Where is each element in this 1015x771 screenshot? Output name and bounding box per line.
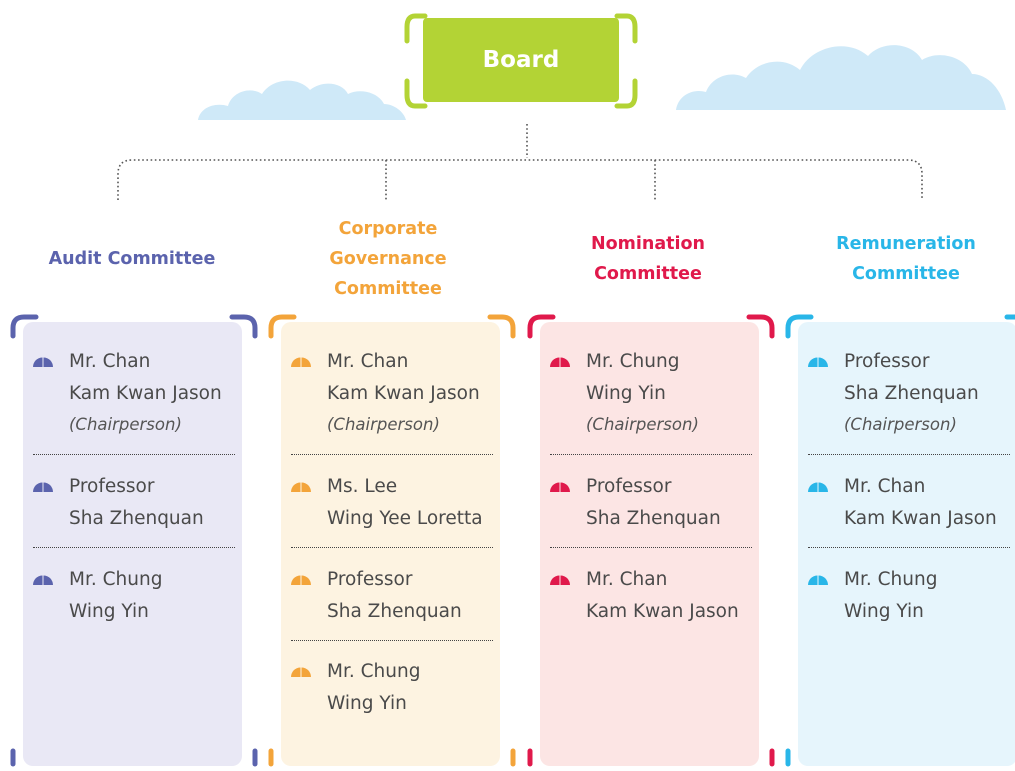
- committee-title-audit: Audit Committee: [48, 249, 216, 269]
- board-bracket: [404, 13, 638, 109]
- committee-title-line: Committee: [594, 264, 702, 284]
- member-name-line2: Kam Kwan Jason: [844, 508, 997, 529]
- committee-title-line: Committee: [334, 279, 442, 299]
- member-name-line2: Wing Yee Loretta: [327, 508, 483, 529]
- fan-icon: [291, 575, 311, 585]
- member-role: (Chairperson): [69, 415, 182, 434]
- member-item: Mr. Chung Wing Yin (Chairperson): [550, 346, 699, 440]
- member-name-line1: Mr. Chung: [586, 351, 680, 372]
- member-item: Mr. Chan Kam Kwan Jason: [808, 471, 997, 535]
- member-name-line2: Wing Yin: [586, 383, 666, 404]
- board-label: Board: [423, 18, 619, 102]
- committee-title-line: Nomination: [590, 234, 705, 254]
- member-item: Mr. Chung Wing Yin: [808, 564, 938, 628]
- committee-title-line: Committee: [852, 264, 960, 284]
- org-connectors: [117, 124, 923, 200]
- member-name-line2: Sha Zhenquan: [844, 383, 979, 404]
- member-name-line1: Professor: [586, 476, 672, 497]
- fan-icon: [550, 575, 570, 585]
- fan-icon: [291, 357, 311, 367]
- member-name-line1: Mr. Chan: [69, 351, 151, 372]
- member-divider: [291, 547, 493, 548]
- panel-bracket-corporate-governance: [268, 314, 516, 767]
- member-name-line1: Ms. Lee: [327, 476, 398, 497]
- member-name-line2: Kam Kwan Jason: [69, 383, 222, 404]
- fan-icon: [291, 482, 311, 492]
- member-divider: [291, 454, 493, 455]
- member-name-line2: Sha Zhenquan: [69, 508, 204, 529]
- fan-icon: [550, 357, 570, 367]
- member-name-line1: Mr. Chung: [69, 569, 163, 590]
- member-divider: [33, 547, 235, 548]
- member-name-line2: Sha Zhenquan: [586, 508, 721, 529]
- member-name-line1: Mr. Chan: [844, 476, 926, 497]
- member-name-line1: Professor: [327, 569, 413, 590]
- member-name-line2: Sha Zhenquan: [327, 601, 462, 622]
- member-divider: [291, 640, 493, 641]
- member-divider: [550, 547, 752, 548]
- member-item: Mr. Chan Kam Kwan Jason (Chairperson): [291, 346, 480, 440]
- member-item: Mr. Chung Wing Yin: [33, 564, 163, 628]
- member-divider: [550, 454, 752, 455]
- committee-title-remuneration: Remuneration Committee: [786, 229, 1015, 289]
- member-item: Professor Sha Zhenquan: [291, 564, 462, 628]
- member-name-line2: Kam Kwan Jason: [327, 383, 480, 404]
- board-node: Board: [403, 13, 639, 109]
- member-role: (Chairperson): [586, 415, 699, 434]
- member-name-line2: Kam Kwan Jason: [586, 601, 739, 622]
- member-item: Professor Sha Zhenquan (Chairperson): [808, 346, 979, 440]
- fan-icon: [33, 357, 53, 367]
- member-name-line1: Mr. Chan: [586, 569, 668, 590]
- fan-icon: [808, 357, 828, 367]
- member-name-line1: Mr. Chung: [844, 569, 938, 590]
- cloud-right: [676, 45, 1006, 110]
- member-name-line1: Professor: [844, 351, 930, 372]
- member-name-line1: Mr. Chung: [327, 661, 421, 682]
- committee-title-line: Remuneration: [836, 234, 976, 254]
- member-name-line2: Wing Yin: [327, 693, 407, 714]
- fan-icon: [808, 575, 828, 585]
- member-item: Professor Sha Zhenquan: [33, 471, 204, 535]
- member-item: Mr. Chan Kam Kwan Jason (Chairperson): [33, 346, 222, 440]
- committee-title-nomination: Nomination Committee: [528, 229, 768, 289]
- member-role: (Chairperson): [327, 415, 440, 434]
- member-role: (Chairperson): [844, 415, 957, 434]
- panel-corporate-governance-committee: [281, 322, 500, 766]
- committee-title-corporate-governance: Corporate Governance Committee: [268, 214, 508, 304]
- member-divider: [33, 454, 235, 455]
- member-item: Ms. Lee Wing Yee Loretta: [291, 471, 483, 535]
- fan-icon: [33, 575, 53, 585]
- panel-remuneration-committee: [798, 322, 1015, 766]
- panel-bracket-remuneration: [785, 314, 1015, 767]
- committee-title-line: Corporate: [338, 219, 438, 239]
- panel-audit-committee: [23, 322, 242, 766]
- fan-icon: [550, 482, 570, 492]
- cloud-left: [198, 80, 406, 120]
- member-name-line2: Wing Yin: [69, 601, 149, 622]
- member-item: Mr. Chung Wing Yin: [291, 656, 421, 720]
- fan-icon: [291, 667, 311, 677]
- member-divider: [808, 454, 1010, 455]
- member-divider: [808, 547, 1010, 548]
- panel-bracket-nomination: [527, 314, 775, 767]
- panel-bracket-audit: [10, 314, 258, 767]
- member-name-line2: Wing Yin: [844, 601, 924, 622]
- fan-icon: [33, 482, 53, 492]
- member-name-line1: Professor: [69, 476, 155, 497]
- member-item: Mr. Chan Kam Kwan Jason: [550, 564, 739, 628]
- fan-icon: [808, 482, 828, 492]
- panel-nomination-committee: [540, 322, 759, 766]
- member-name-line1: Mr. Chan: [327, 351, 409, 372]
- member-item: Professor Sha Zhenquan: [550, 471, 721, 535]
- committee-title-line: Governance: [329, 249, 447, 269]
